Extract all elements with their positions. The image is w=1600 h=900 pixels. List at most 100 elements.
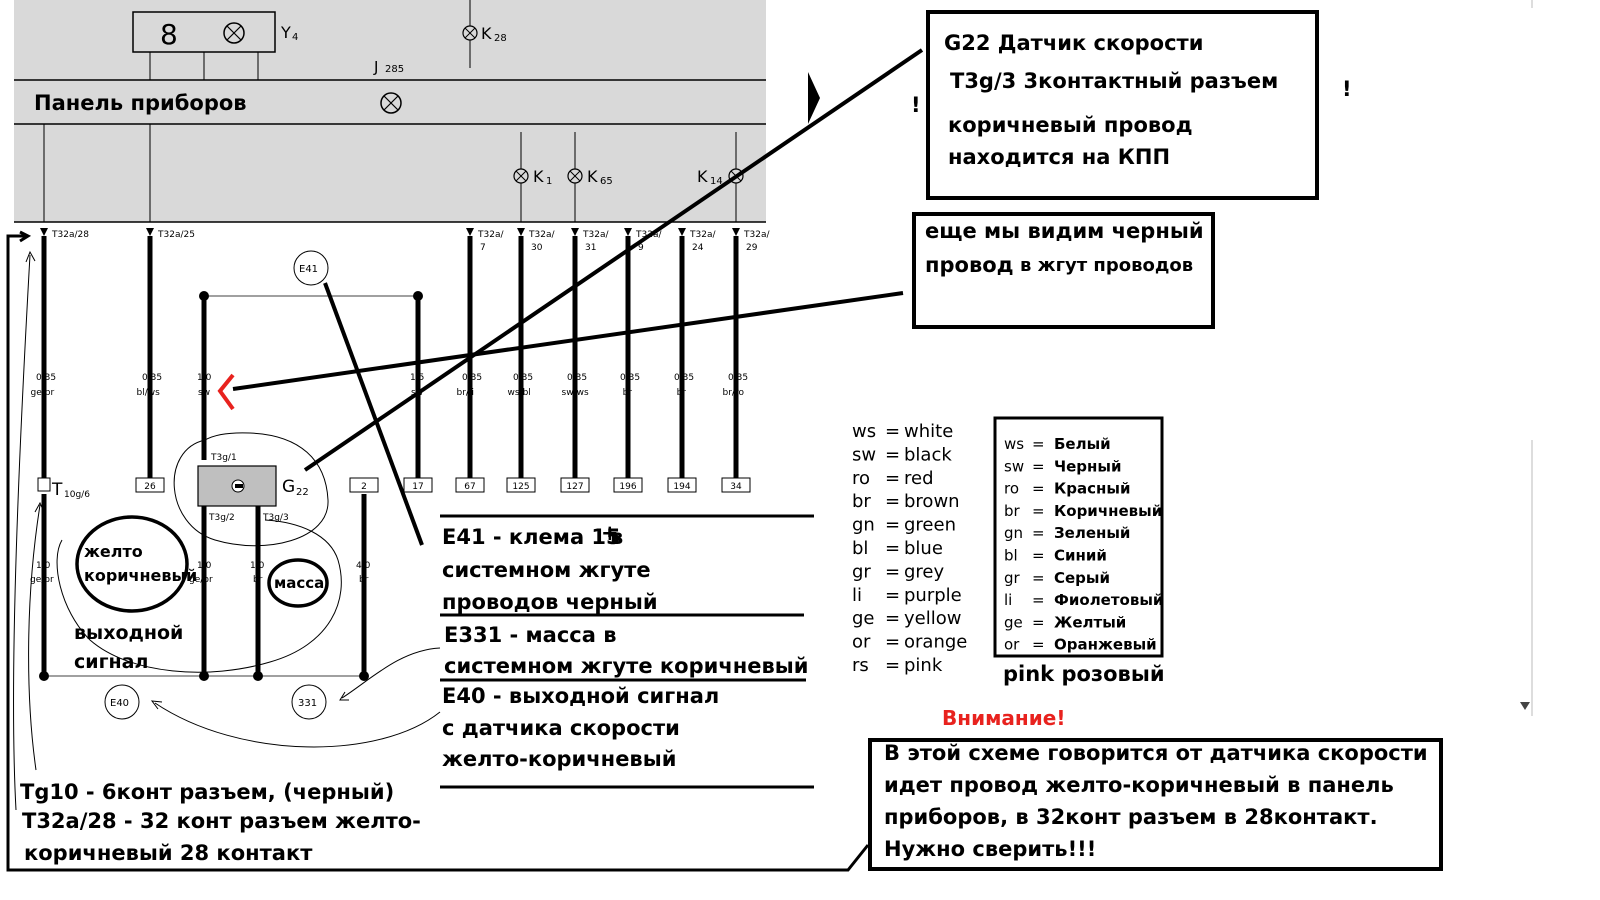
wire-gauge-label: 0,35 <box>513 373 533 383</box>
legend-ru-code: br <box>1004 502 1021 520</box>
connector-pin-label: T32a/ <box>689 230 716 240</box>
y4-lamp-icon <box>223 22 245 44</box>
pink-note: pink розовый <box>1003 662 1165 686</box>
legend-en-name: grey <box>904 561 945 582</box>
legend-en-equals: = <box>885 421 900 442</box>
wire-gauge-label: 0,35 <box>36 373 56 383</box>
connector-pin-arrow-icon <box>624 228 632 236</box>
terminal-box <box>403 477 433 493</box>
legend-ru-code: ws <box>1004 435 1024 453</box>
legend-ru-equals: = <box>1032 547 1045 565</box>
legend-ru-box <box>993 416 1164 658</box>
wire-gauge-label: 0,35 <box>620 373 640 383</box>
e41-note-plus: + <box>601 521 619 545</box>
legend-en-code: sw <box>852 444 876 465</box>
e41-note-in: в <box>610 525 624 549</box>
connector-pin-label: T32a/28 <box>51 230 89 240</box>
connector-pin-label: T32a/ <box>582 230 609 240</box>
exclaim-right: ! <box>1342 77 1352 101</box>
e40-node <box>104 684 140 720</box>
output-line2: сигнал <box>74 651 149 673</box>
t3g2-label: T3g/2 <box>208 513 235 523</box>
k14-label-sub: 14 <box>710 176 723 187</box>
terminal-box <box>667 477 697 493</box>
e41-note-line1: E41 - клема 15 <box>442 525 621 549</box>
k65-label: K <box>587 167 598 186</box>
e331-note-line2: системном жгуте коричневый <box>444 654 809 678</box>
hand-arrow-331 <box>341 647 441 699</box>
e40-note-line2: с датчика скорости <box>442 716 680 740</box>
y4-label-sub: 4 <box>292 32 298 43</box>
legend-ru-name: Коричневый <box>1054 502 1162 520</box>
legend-ru-name: Черный <box>1054 457 1121 475</box>
t32-note-line2: коричневый 28 контакт <box>24 841 313 865</box>
connector-pin-arrow-icon <box>678 228 686 236</box>
j285-label: J <box>373 58 378 76</box>
legend-en-equals: = <box>885 561 900 582</box>
g22b-gauge: 1,0 <box>250 561 265 571</box>
wire-color-label: ge/br <box>31 388 55 398</box>
terminal-box <box>560 477 590 493</box>
legend-en-equals: = <box>885 444 900 465</box>
t32-note-line1: T32a/28 - 32 конт разъем желто- <box>22 809 421 833</box>
hand-arrow-e40 <box>154 702 441 748</box>
legend-ru-name: Серый <box>1054 569 1110 587</box>
legend-ru-equals: = <box>1032 613 1045 631</box>
connector-pin-label: T32a/ <box>743 230 770 240</box>
legend-ru-code: sw <box>1004 457 1024 475</box>
connector-pin-label: T32a/ <box>477 230 504 240</box>
legend-ru: ws=Белыйsw=Черныйro=Красныйbr=Коричневый… <box>1004 435 1163 654</box>
triangle-marker <box>808 72 820 124</box>
yellow-brown-line1: желто <box>84 542 143 561</box>
g22-callout-line3: коричневый провод <box>948 113 1193 137</box>
legend-ru-code: li <box>1004 591 1012 609</box>
terminal-box <box>455 477 485 493</box>
red-arrowhead <box>217 373 235 411</box>
legend-en-equals: = <box>885 515 900 536</box>
connector-pin-arrow-icon <box>732 228 740 236</box>
legend-en-code: ws <box>852 421 876 442</box>
connector-pin-number: 24 <box>692 243 704 253</box>
wire-color-label: sw/ws <box>562 388 589 398</box>
legend-en-equals: = <box>885 608 900 629</box>
wire-gauge-label: 0,35 <box>567 373 587 383</box>
legend-en-name: white <box>904 421 953 442</box>
w2-gauge: 4,0 <box>356 561 371 571</box>
legend-en-code: or <box>852 632 871 653</box>
g22-label: G <box>282 477 295 497</box>
connector-pin-number: 30 <box>531 243 543 253</box>
connector-pin-number: 31 <box>585 243 596 253</box>
attention-line2: идет провод желто-коричневый в панель <box>884 773 1394 797</box>
legend-en-name: pink <box>904 655 943 676</box>
terminal-label: 127 <box>566 482 583 492</box>
t10-label-sub: 10g/6 <box>64 490 90 500</box>
k14-label: K <box>697 167 708 186</box>
scroll-down-icon[interactable] <box>1520 702 1530 710</box>
wire-gauge-label: 0,35 <box>462 373 482 383</box>
attention-label: Внимание! <box>942 706 1066 730</box>
w17-gauge: 1,5 <box>410 373 424 383</box>
legend-ru-name: Фиолетовый <box>1054 591 1163 609</box>
g22-callout-line1: G22 Датчик скорости <box>944 31 1204 55</box>
e40-note-line3: желто-коричневый <box>442 747 677 771</box>
terminal-box <box>349 477 379 493</box>
terminal-box <box>135 477 165 493</box>
legend-ru-code: gn <box>1004 524 1023 542</box>
connector-pin-number: 7 <box>480 243 486 253</box>
legend-en-code: bl <box>852 538 868 559</box>
legend-ru-equals: = <box>1032 524 1045 542</box>
legend-ru-name: Белый <box>1054 435 1111 453</box>
terminal-label: 26 <box>144 482 156 492</box>
sw-wire-gauge: 1,0 <box>197 373 212 383</box>
legend-en: ws=whitesw=blackro=redbr=browngn=greenbl… <box>852 421 967 676</box>
black-wire-line1: еще мы видим черный <box>925 219 1204 243</box>
wire-color-label: br/ro <box>723 388 745 398</box>
legend-ru-name: Желтый <box>1054 613 1126 631</box>
y4-digit-icon: 8 <box>160 18 178 51</box>
legend-ru-code: ro <box>1004 480 1019 498</box>
tg10-note: Tg10 - 6конт разъем, (черный) <box>20 780 395 804</box>
legend-ru-equals: = <box>1032 457 1045 475</box>
yellow-brown-line2: коричневый <box>84 566 198 585</box>
legend-en-equals: = <box>885 491 900 512</box>
